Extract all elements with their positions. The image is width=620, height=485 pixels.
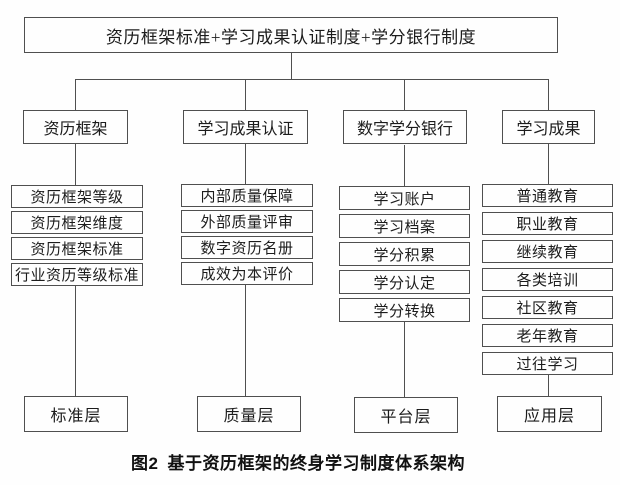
- layer-platform: 平台层: [354, 397, 458, 433]
- figure-caption-label: 图2: [131, 454, 159, 473]
- node-general-education: 普通教育: [482, 184, 613, 207]
- connector-branch-drop-2: [245, 79, 246, 110]
- layer-standards: 标准层: [24, 396, 128, 432]
- node-prior-learning: 过往学习: [482, 352, 613, 375]
- figure-caption: 图2 基于资历框架的终身学习制度体系架构: [0, 449, 596, 474]
- stack-learning-outcomes: 普通教育 职业教育 继续教育 各类培训 社区教育 老年教育 过往学习: [482, 184, 613, 375]
- node-vocational-education: 职业教育: [482, 212, 613, 235]
- connector-branch-drop-3: [404, 79, 405, 110]
- branch-header-learning-outcomes: 学习成果: [502, 110, 595, 144]
- node-digital-credential-register: 数字资历名册: [181, 236, 313, 259]
- node-credit-transfer: 学分转换: [339, 298, 470, 322]
- stack-qualifications-framework: 资历框架等级 资历框架维度 资历框架标准 行业资历等级标准: [11, 185, 143, 286]
- node-senior-education: 老年教育: [482, 324, 613, 347]
- node-external-quality-review: 外部质量评审: [181, 210, 313, 233]
- node-framework-standards: 资历框架标准: [11, 237, 143, 260]
- branch-header-outcome-certification: 学习成果认证: [183, 110, 308, 144]
- branch-header-digital-credit-bank: 数字学分银行: [343, 110, 467, 144]
- node-industry-level-standards: 行业资历等级标准: [11, 263, 143, 286]
- stack-digital-credit-bank: 学习账户 学习档案 学分积累 学分认定 学分转换: [339, 186, 470, 322]
- layer-quality: 质量层: [197, 396, 301, 432]
- connector-footer-drop-3: [404, 322, 405, 397]
- figure-caption-title: 基于资历框架的终身学习制度体系架构: [167, 454, 465, 473]
- connector-stack-drop-2: [245, 144, 246, 184]
- node-learning-archive: 学习档案: [339, 214, 470, 238]
- node-internal-quality-assurance: 内部质量保障: [181, 184, 313, 207]
- connector-footer-drop-1: [75, 286, 76, 396]
- layer-application: 应用层: [497, 396, 602, 432]
- connector-footer-drop-2: [245, 285, 246, 396]
- node-outcome-based-evaluation: 成效为本评价: [181, 262, 313, 285]
- node-credit-accumulation: 学分积累: [339, 242, 470, 266]
- connector-footer-drop-4: [548, 375, 549, 396]
- branch-header-qualifications-framework: 资历框架: [23, 110, 128, 144]
- node-framework-dimensions: 资历框架维度: [11, 211, 143, 234]
- node-community-education: 社区教育: [482, 296, 613, 319]
- connector-stack-drop-3: [404, 145, 405, 186]
- node-continuing-education: 继续教育: [482, 240, 613, 263]
- connector-stack-drop-4: [548, 144, 549, 184]
- connector-branch-drop-4: [548, 79, 549, 110]
- node-various-training: 各类培训: [482, 268, 613, 291]
- connector-root-drop: [291, 53, 292, 79]
- node-credit-recognition: 学分认定: [339, 270, 470, 294]
- stack-outcome-certification: 内部质量保障 外部质量评审 数字资历名册 成效为本评价: [181, 184, 313, 285]
- connector-stack-drop-1: [75, 144, 76, 185]
- connector-branch-bar: [75, 79, 549, 80]
- root-node: 资历框架标准+学习成果认证制度+学分银行制度: [24, 17, 558, 53]
- node-framework-levels: 资历框架等级: [11, 185, 143, 208]
- node-learning-account: 学习账户: [339, 186, 470, 210]
- connector-branch-drop-1: [75, 79, 76, 110]
